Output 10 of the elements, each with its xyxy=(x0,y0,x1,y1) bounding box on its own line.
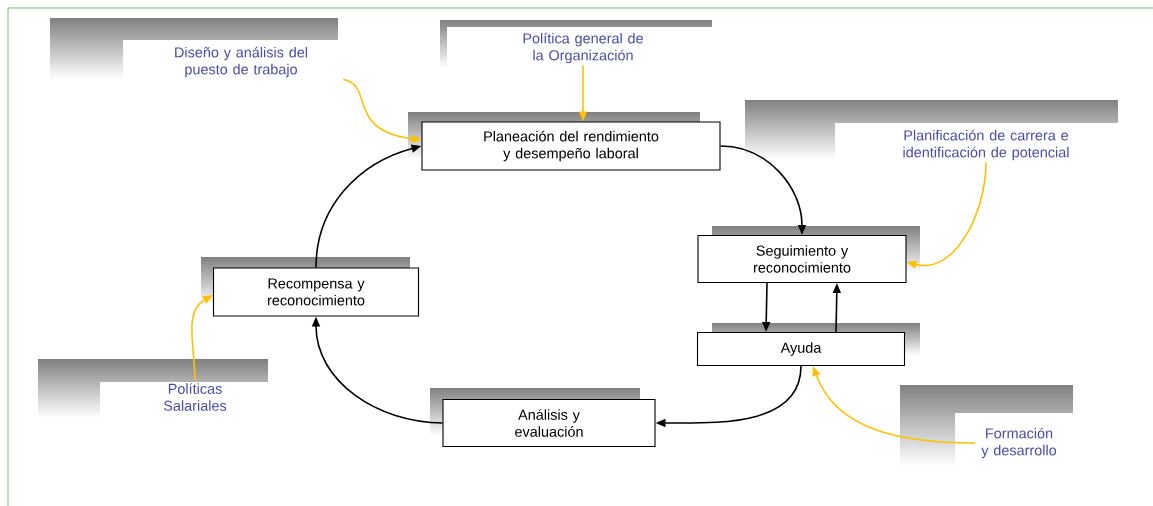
process-box: Ayuda xyxy=(696,323,920,367)
process-box: Análisis y evaluación xyxy=(430,388,656,448)
label-text: Políticas Salariales xyxy=(163,383,227,411)
process-box: Recompensa y reconocimiento xyxy=(201,257,420,317)
process-box: Planeación del rendimiento y desempeño laboral xyxy=(408,112,721,171)
label-text: Planificación de carrera e identificación de potencial xyxy=(903,129,1069,161)
process-box: Seguimiento y reconocimiento xyxy=(697,226,920,284)
label-text: Diseño y análisis del puesto de trabajo xyxy=(175,46,308,78)
label-text: Formación y desarrollo xyxy=(981,427,1057,459)
label-text: Política general de la Organización xyxy=(523,32,643,64)
